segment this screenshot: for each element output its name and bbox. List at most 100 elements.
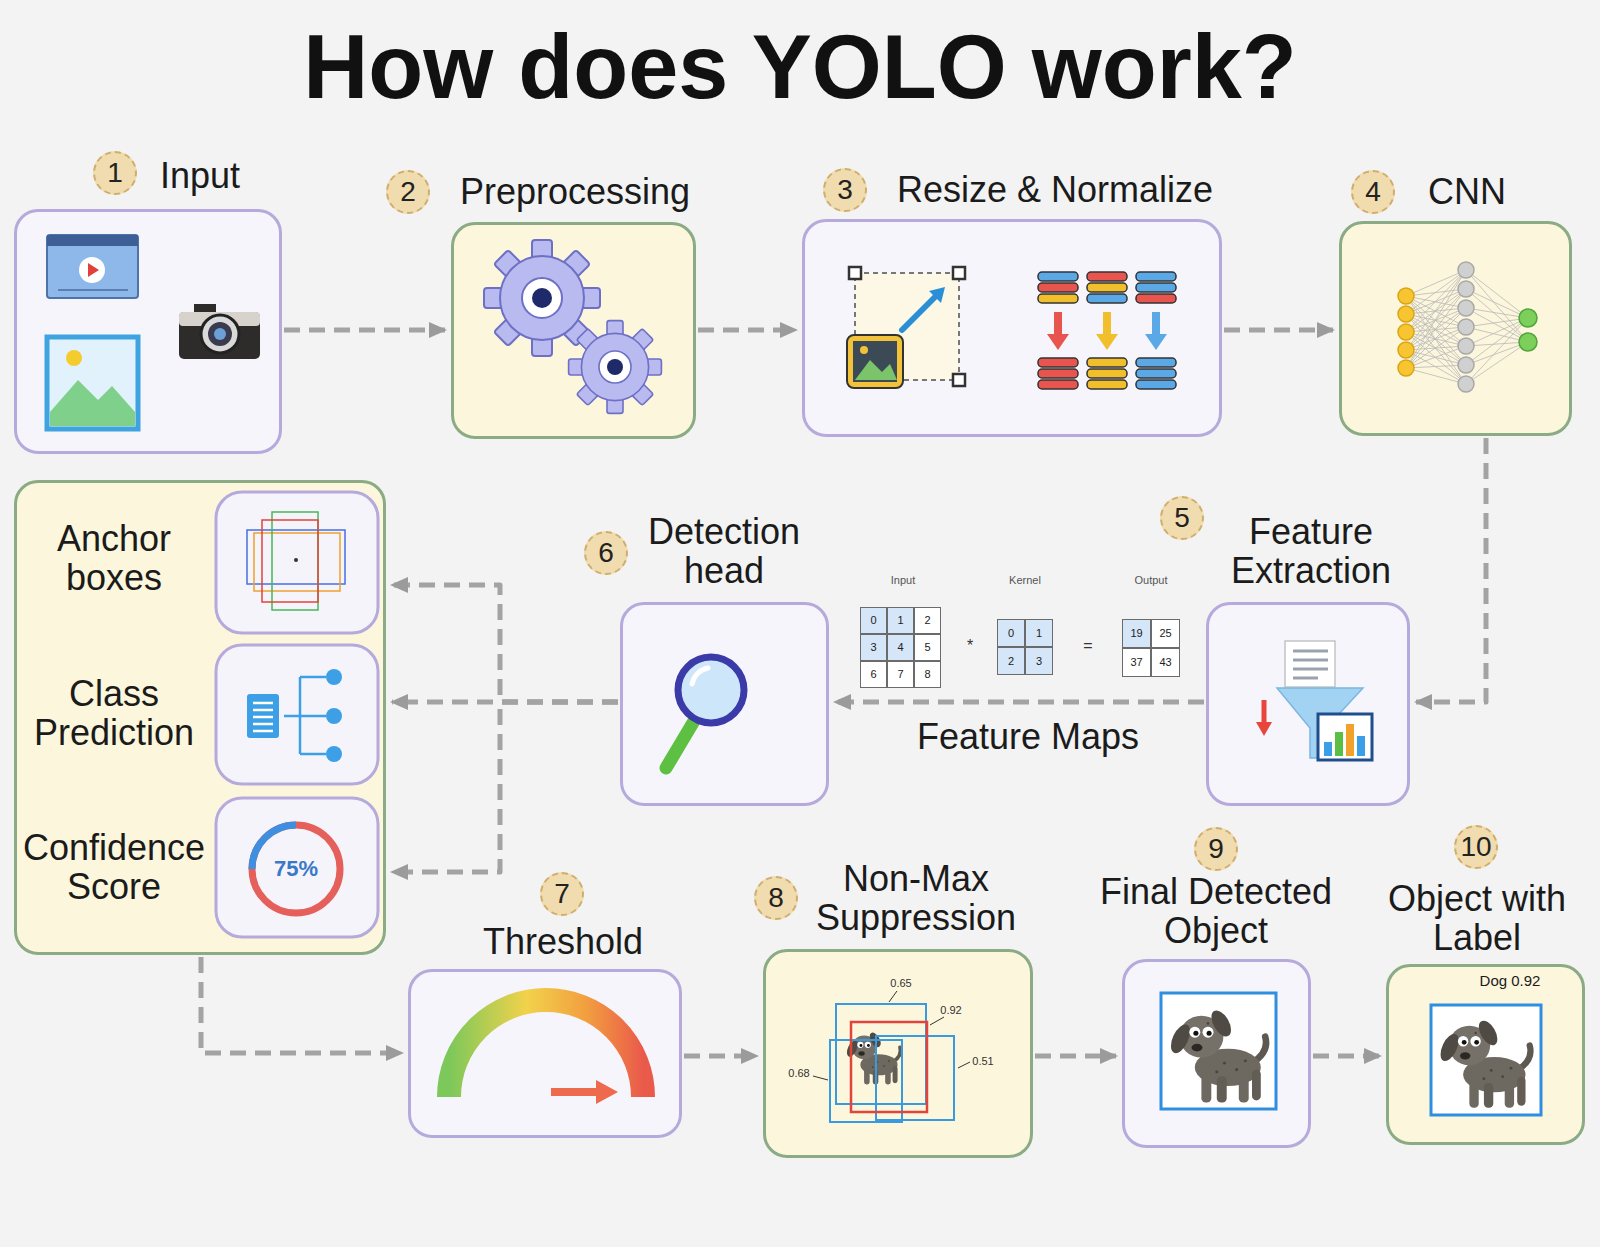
icon-box: [216, 798, 378, 937]
step-box: Feature Extraction: [1206, 602, 1410, 806]
box-fill: [764, 950, 1032, 1157]
matrix-title: Kernel: [1009, 574, 1041, 586]
step-heading: CNN: [1367, 173, 1567, 212]
detected-dog: [1161, 993, 1276, 1109]
dog-figure: [1437, 1018, 1531, 1108]
image-icon: [66, 350, 82, 366]
class-tree-icon: [247, 669, 342, 762]
box-fill: [1387, 965, 1584, 1144]
normalize-icon: [1136, 283, 1176, 292]
nms-illustration: [813, 991, 970, 1122]
anchor-box-icon: [254, 533, 340, 591]
step-box: Detection head: [620, 602, 829, 806]
matrix-cell: 4: [887, 634, 914, 661]
feature-extraction-icon: [1357, 736, 1365, 756]
matrix-cell: 1: [1025, 619, 1053, 647]
score-value: 0.92: [940, 1004, 961, 1016]
box-fill: [1207, 603, 1409, 805]
step-panel: Anchor boxesClass PredictionConfidence S…: [14, 480, 386, 955]
step-heading: Non-Max Suppression: [791, 860, 1041, 938]
callout-number: 3: [823, 168, 867, 212]
video-icon: [47, 235, 138, 246]
video-icon: [47, 235, 138, 298]
step-box: Threshold: [408, 969, 682, 1138]
box-fills: [15, 210, 1584, 1157]
class-tree-icon: [253, 702, 273, 705]
neural-network-icon: [1398, 288, 1414, 376]
box-fill: [621, 603, 828, 805]
step-panel: Preprocessing: [451, 222, 696, 439]
normalize-icon: [1038, 272, 1176, 389]
matrix-cell: 3: [860, 634, 887, 661]
resize-icon: [953, 374, 965, 386]
step-heading: Detection head: [629, 513, 819, 591]
dashed-arrow: [1313, 1054, 1380, 1059]
neural-network-icon: [1406, 270, 1528, 384]
feature-extraction-icon: [1293, 659, 1328, 662]
normalize-icon: [1136, 294, 1176, 303]
matrix-cell: 6: [860, 661, 887, 688]
resize-icon: [849, 267, 861, 279]
box-fill: [15, 481, 385, 954]
confidence-ring-icon: [252, 825, 340, 913]
callout-number: 6: [584, 531, 628, 575]
neural-network-icon: [1458, 338, 1474, 354]
threshold-gauge: [596, 1080, 618, 1104]
normalize-icon: [1038, 369, 1078, 378]
box-fill: [15, 210, 281, 453]
normalize-icon: [1136, 272, 1176, 281]
class-tree-icon: [326, 708, 342, 724]
anchor-box-icon: [262, 520, 318, 602]
video-icon: [47, 235, 138, 298]
magnifier-icon: [666, 657, 744, 768]
anchor-box-icon: [247, 512, 345, 610]
callout-number: 8: [754, 876, 798, 920]
neural-network-icon: [1458, 357, 1474, 373]
icon-box: [216, 645, 378, 784]
dashed-arrow: [698, 328, 796, 333]
neural-network-icon: [1519, 309, 1537, 351]
neural-network-icon: [1398, 288, 1414, 304]
diagram-title: How does YOLO work?: [0, 22, 1600, 112]
normalize-icon: [1136, 380, 1176, 389]
score-value: 0.68: [788, 1067, 809, 1079]
dashed-arrow: [1224, 328, 1333, 333]
nms-illustration: [830, 1004, 954, 1122]
normalize-icon: [1087, 358, 1127, 367]
image-icon: [47, 337, 138, 429]
threshold-gauge: [449, 1000, 643, 1097]
camera-icon: [179, 312, 260, 359]
normalize-icon: [1136, 369, 1176, 378]
matrix-cell: 25: [1151, 619, 1180, 648]
step-box: Input: [14, 209, 282, 454]
nms-illustration: [836, 1004, 926, 1104]
labeled-dog: [1431, 1005, 1541, 1115]
neural-network-icon: [1398, 306, 1414, 322]
normalize-icon: [1152, 312, 1160, 336]
neural-network-icon: [1398, 262, 1537, 392]
feature-extraction-icon: [1293, 650, 1328, 653]
feature-extraction-icon: [1318, 714, 1372, 760]
neural-network-icon: [1458, 300, 1474, 316]
feature-extraction-icon: [1285, 641, 1335, 687]
feature-extraction-icon: [1256, 641, 1372, 760]
nms-illustration: [889, 991, 897, 1002]
image-icon: [50, 380, 135, 426]
panel-heading: Class Prediction: [16, 675, 212, 753]
dashed-arrow: [392, 585, 618, 702]
edge-label: Feature Maps: [913, 717, 1143, 757]
neural-network-icon: [1519, 333, 1537, 351]
neural-network-icon: [1458, 262, 1474, 278]
anchor-box-icon: [294, 558, 298, 562]
step-heading: Threshold: [413, 923, 713, 962]
video-icon: [88, 263, 99, 277]
matrix-cell: 43: [1151, 648, 1180, 677]
resize-icon: [953, 267, 965, 279]
nms-illustration: [958, 1062, 970, 1068]
resize-icon: [853, 341, 897, 382]
neural-network-icon: [1458, 281, 1474, 297]
normalize-icon: [1087, 283, 1127, 292]
icon-box: [216, 492, 378, 633]
class-tree-icon: [284, 677, 326, 754]
class-tree-icon: [253, 723, 273, 726]
